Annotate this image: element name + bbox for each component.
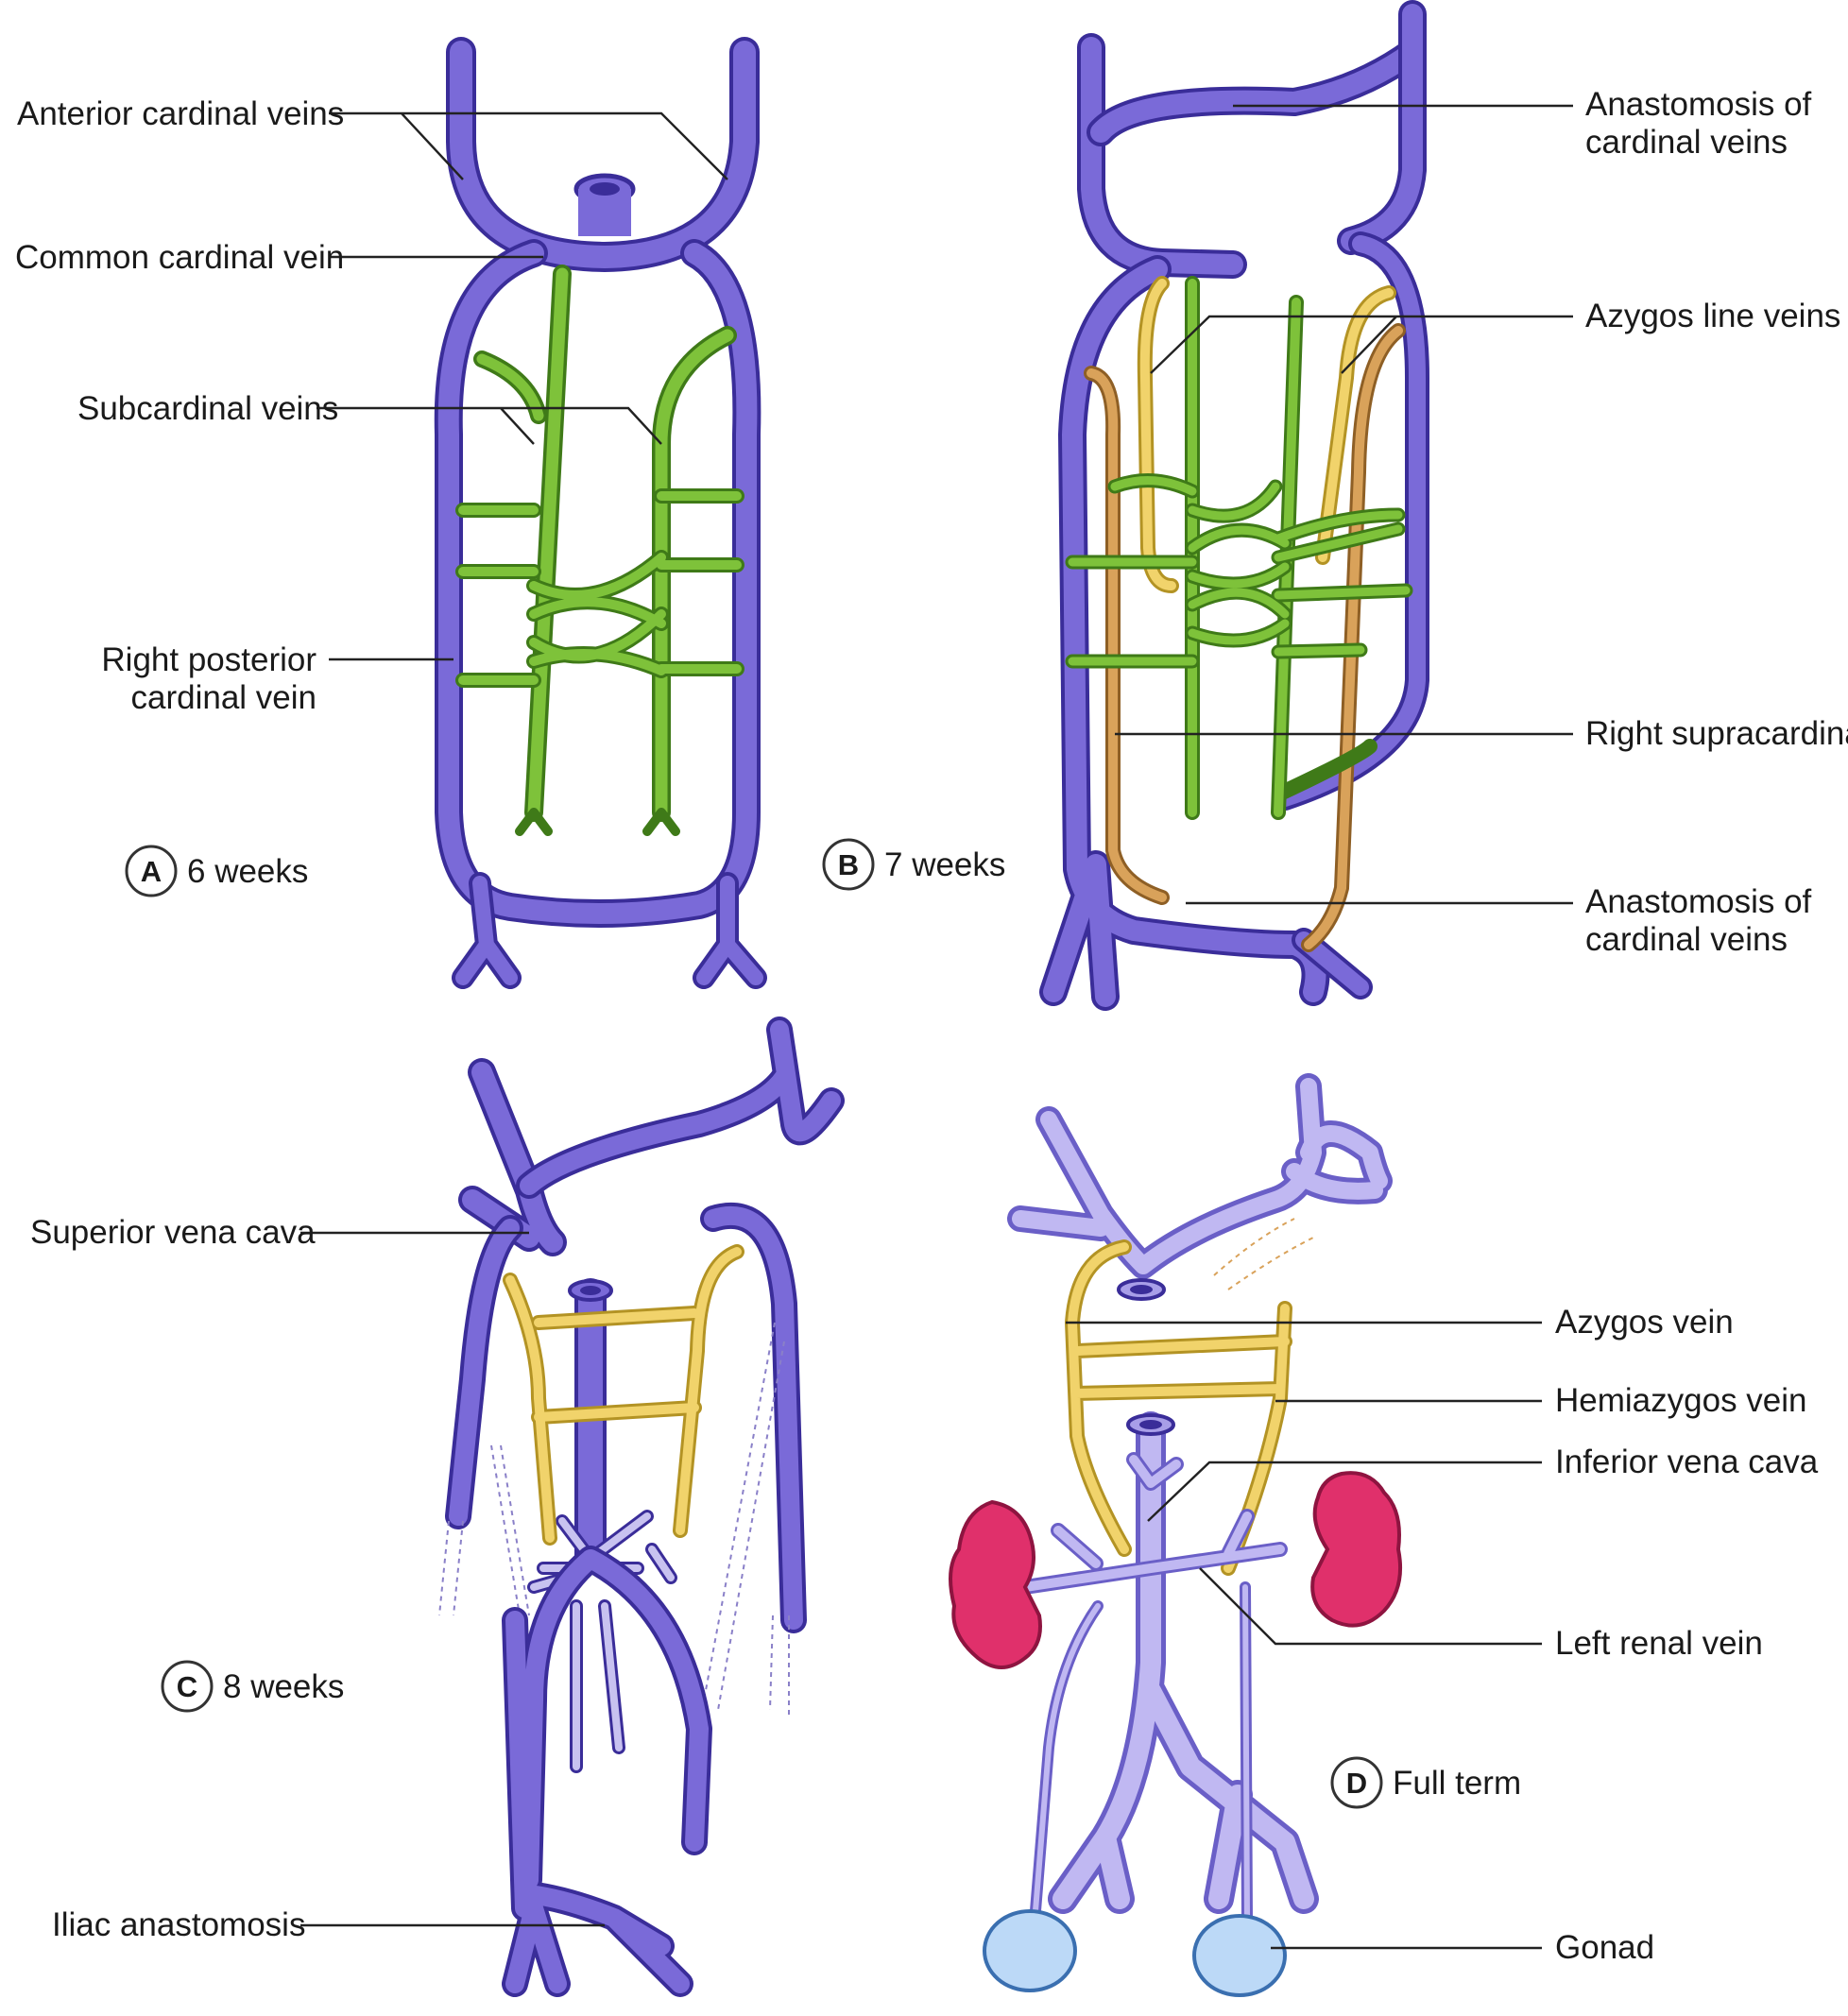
panel-a: Anterior cardinal veins Common cardinal … [15,52,756,978]
label-left-renal-vein: Left renal vein [1555,1625,1763,1662]
panel-badge-a: A 6 weeks [127,846,308,896]
svg-text:8 weeks: 8 weeks [223,1668,344,1705]
svg-text:C: C [177,1670,197,1703]
svg-text:A: A [141,855,162,888]
svg-text:6 weeks: 6 weeks [187,853,308,890]
label-azygos-line-veins: Azygos line veins [1585,298,1840,334]
panel-d: Azygos vein Hemiazygos vein Inferior ven… [950,1086,1819,1995]
svg-text:B: B [838,848,859,881]
panel-c-cardinal-veins [439,1030,831,1984]
label-iliac-anastomosis: Iliac anastomosis [52,1906,305,1943]
panel-badge-c: C 8 weeks [163,1662,344,1711]
panel-c: Superior vena cava Iliac anastomosis C 8… [30,1030,831,1984]
label-azygos-vein: Azygos vein [1555,1304,1734,1341]
left-kidney [1312,1473,1400,1625]
svg-text:Full term: Full term [1393,1765,1521,1802]
label-anterior-cardinal-veins: Anterior cardinal veins [17,95,344,132]
label-right-posterior-2: cardinal vein [131,679,317,716]
label-hemiazygos-vein: Hemiazygos vein [1555,1382,1807,1419]
panel-c-azygos-system [510,1252,737,1538]
panel-badge-d: D Full term [1332,1758,1521,1807]
panel-d-gonads [984,1911,1285,1995]
label-inferior-vena-cava: Inferior vena cava [1555,1444,1819,1480]
svg-text:D: D [1346,1767,1367,1800]
label-anastomosis-bottom-1: Anastomosis of [1585,883,1812,920]
label-anastomosis-top-1: Anastomosis of [1585,86,1812,123]
right-kidney [950,1502,1040,1667]
label-gonad: Gonad [1555,1929,1654,1966]
label-anastomosis-bottom-2: cardinal veins [1585,921,1788,958]
panel-badge-b: B 7 weeks [824,840,1005,889]
label-superior-vena-cava: Superior vena cava [30,1214,316,1251]
label-common-cardinal-vein: Common cardinal vein [15,239,344,276]
panel-d-svc-brachiocephalic [1020,1086,1379,1299]
left-gonad [1194,1916,1285,1995]
label-subcardinal-veins: Subcardinal veins [77,390,338,427]
label-right-supracardinal: Right supracardinal [1585,715,1848,752]
right-gonad [984,1911,1075,1990]
panel-a-subcardinal-veins [463,274,737,831]
panel-b: Anastomosis of cardinal veins Azygos lin… [824,14,1848,997]
svg-text:7 weeks: 7 weeks [884,846,1005,883]
label-right-posterior-1: Right posterior [101,641,317,678]
label-anastomosis-top-2: cardinal veins [1585,124,1788,161]
